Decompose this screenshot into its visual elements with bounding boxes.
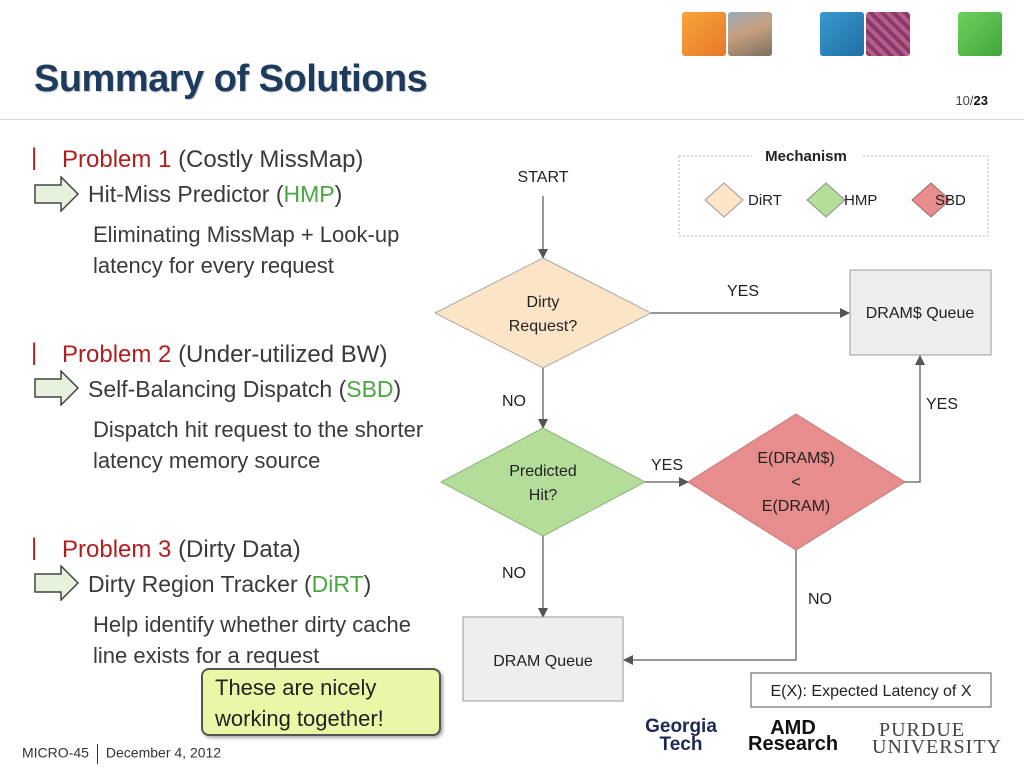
- footer-venue: MICRO-45: [22, 744, 89, 761]
- dirty-request-diamond: [433, 257, 653, 369]
- footer-date: December 4, 2012: [105, 744, 222, 761]
- problem-1-bar: |: [31, 144, 38, 171]
- dirty-no-label: NO: [502, 393, 526, 410]
- problem-1-solution-pre: Hit-Miss Predictor (: [88, 181, 284, 207]
- problem-1-bullet-line: Eliminating MissMap + Look-up: [93, 222, 400, 247]
- problem-1-solution: Hit-Miss Predictor (HMP): [88, 181, 342, 208]
- problem-1-bullet-text: Eliminating MissMap + Look-up latency for…: [93, 219, 399, 281]
- problem-1-heading: Problem 1 (Costly MissMap): [62, 146, 363, 174]
- arrow-right-icon: [34, 176, 80, 212]
- dram-queue-box: [462, 616, 624, 702]
- georgia-tech-logo-text: Georgia Tech: [645, 716, 717, 755]
- dram-cache-queue-label: DRAM$ Queue: [866, 305, 975, 322]
- problem-3-bullet-line: line exists for a request: [93, 643, 320, 668]
- predicted-no-label: NO: [502, 565, 526, 582]
- expected-latency-key-box: [750, 672, 992, 708]
- legend-sbd-label: SBD: [935, 192, 966, 209]
- dirty-yes-label: YES: [727, 283, 759, 300]
- footer-separator: [96, 744, 98, 764]
- problem-1-solution-acronym: HMP: [283, 181, 335, 207]
- slide-title: Summary of Solutions: [34, 58, 428, 100]
- dirty-request-line2: Request?: [509, 318, 578, 335]
- legend-dirt-label: DiRT: [748, 192, 782, 209]
- decor-blue-square: [820, 12, 864, 56]
- problem-1-solution-post: ): [334, 181, 343, 207]
- arrow-right-icon: [34, 370, 80, 406]
- callout-note-line: working together!: [215, 706, 384, 731]
- dram-cache-queue-box: [849, 269, 992, 356]
- problem-1-label: Problem 1: [62, 146, 172, 173]
- problem-3-heading: Problem 3 (Dirty Data): [62, 536, 301, 564]
- problem-3-solution: Dirty Region Tracker (DiRT): [88, 571, 371, 598]
- edram-yes-arrow: [905, 355, 925, 483]
- footer: MICRO-45 December 4, 2012: [22, 744, 221, 764]
- problem-3-bullet-line: Help identify whether dirty cache: [93, 612, 411, 637]
- problem-3-solution-pre: Dirty Region Tracker (: [88, 571, 312, 597]
- legend-title: Mechanism: [765, 148, 847, 165]
- page-separator: /: [969, 93, 974, 108]
- amd-research-logo: AMD Research: [748, 717, 844, 762]
- title-divider: [0, 119, 1024, 120]
- problem-2-desc: (Under-utilized BW): [178, 341, 388, 368]
- problem-3-solution-post: ): [363, 571, 372, 597]
- problem-1-bullet-line: latency for every request: [93, 253, 334, 278]
- edram-line2: <: [791, 474, 800, 491]
- problem-3-label: Problem 3: [62, 536, 172, 563]
- predicted-hit-line1: Predicted: [509, 463, 577, 480]
- problem-2-bar: |: [31, 339, 38, 366]
- purdue-logo-text: PURDUE UNIVERSITY: [872, 719, 1002, 758]
- predicted-hit-diamond: [439, 427, 647, 537]
- problem-2-label: Problem 2: [62, 341, 172, 368]
- purdue-logo: PURDUE UNIVERSITY: [872, 719, 1002, 758]
- edram-yes-label: YES: [926, 396, 958, 413]
- problem-2-solution-acronym: SBD: [346, 376, 394, 402]
- problem-1-desc: (Costly MissMap): [178, 146, 364, 173]
- problem-3-bar: |: [31, 534, 38, 561]
- amd-research-logo-text: AMD Research: [748, 717, 839, 755]
- legend-hmp-swatch: [806, 182, 846, 218]
- legend-sbd-swatch: [911, 182, 951, 218]
- legend-title-bg: [752, 146, 862, 166]
- start-label: START: [518, 169, 569, 186]
- edram-no-arrow: [623, 550, 797, 665]
- problem-2-bullet-line: latency memory source: [93, 448, 321, 473]
- problem-2-solution: Self-Balancing Dispatch (SBD): [88, 376, 401, 403]
- problem-2-bullet-text: Dispatch hit request to the shorter laten…: [93, 414, 423, 476]
- decor-orange-square: [682, 12, 726, 56]
- problem-3-solution-acronym: DiRT: [311, 571, 364, 597]
- expected-latency-key: E(X): Expected Latency of X: [771, 683, 972, 700]
- problem-3-desc: (Dirty Data): [178, 536, 301, 563]
- edram-line3: E(DRAM): [762, 498, 830, 515]
- page-number: 10/23: [955, 93, 988, 108]
- legend-dirt-swatch: [704, 182, 744, 218]
- page-total: 23: [973, 93, 988, 108]
- predicted-yes-label: YES: [651, 457, 683, 474]
- problem-2-bullet-line: Dispatch hit request to the shorter: [93, 417, 424, 442]
- georgia-tech-logo: Georgia Tech: [636, 716, 726, 762]
- edram-no-label: NO: [808, 591, 832, 608]
- problem-2-heading: Problem 2 (Under-utilized BW): [62, 341, 387, 369]
- dirty-request-line1: Dirty: [527, 294, 560, 311]
- arrow-right-icon: [34, 565, 80, 601]
- problem-2-solution-post: ): [393, 376, 402, 402]
- callout-note: These are nicely working together!: [201, 668, 441, 736]
- page-current: 10: [955, 93, 970, 108]
- decor-chip-square: [866, 12, 910, 56]
- callout-note-line: These are nicely: [215, 675, 377, 700]
- predicted-hit-line2: Hit?: [529, 487, 558, 504]
- edram-line1: E(DRAM$): [757, 450, 834, 467]
- decor-green-square: [958, 12, 1002, 56]
- problem-3-bullet-text: Help identify whether dirty cache line ex…: [93, 609, 411, 671]
- problem-2-solution-pre: Self-Balancing Dispatch (: [88, 376, 347, 402]
- decor-photo-square: [728, 12, 772, 56]
- dram-queue-label: DRAM Queue: [493, 653, 593, 670]
- legend-hmp-label: HMP: [844, 192, 877, 209]
